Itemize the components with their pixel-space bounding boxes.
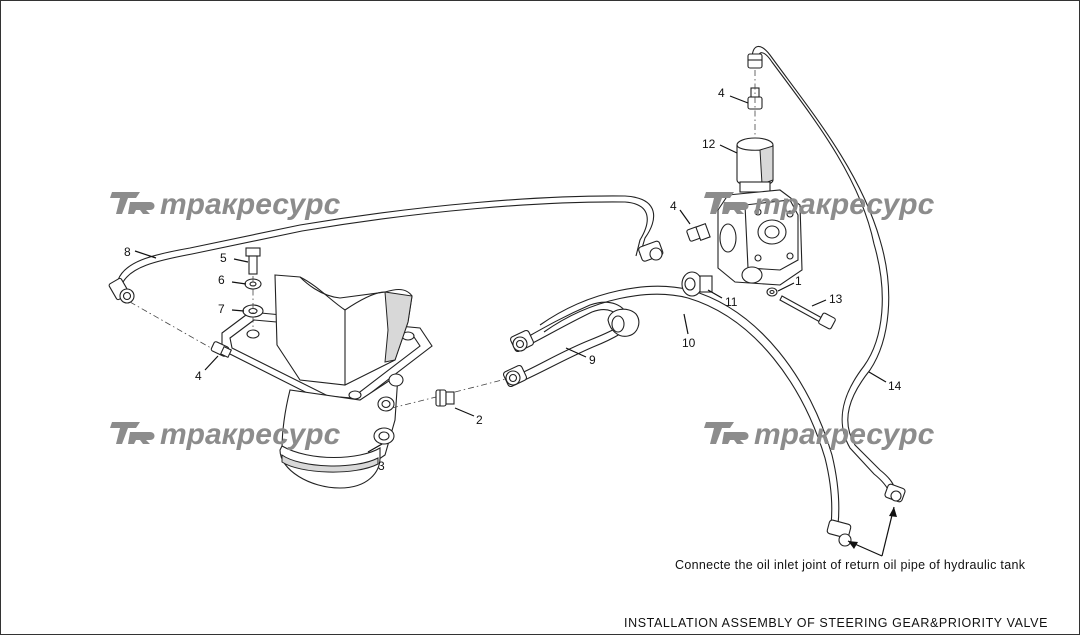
note-text: Connecte the oil inlet joint of return o… bbox=[675, 558, 1026, 572]
fitting-2 bbox=[435, 389, 455, 407]
label-14: 14 bbox=[888, 379, 902, 393]
label-13: 13 bbox=[829, 292, 843, 306]
watermark-bottom-right: трaкресурс bbox=[704, 418, 935, 451]
label-4-top: 4 bbox=[718, 86, 725, 100]
label-1: 1 bbox=[795, 274, 802, 288]
label-6: 6 bbox=[218, 273, 225, 287]
label-9: 9 bbox=[589, 353, 596, 367]
watermark-text: трaкресурс bbox=[160, 188, 341, 221]
label-11: 11 bbox=[725, 295, 738, 309]
bolt-5 bbox=[245, 247, 261, 275]
washer-6 bbox=[244, 278, 262, 290]
label-2: 2 bbox=[476, 413, 483, 427]
fitting-4-left bbox=[210, 341, 233, 359]
label-12: 12 bbox=[702, 137, 716, 151]
label-5: 5 bbox=[220, 251, 227, 265]
washer-1 bbox=[766, 287, 778, 297]
watermark-text: трaкресурс bbox=[754, 418, 935, 451]
centerline-9 bbox=[454, 377, 511, 393]
label-7: 7 bbox=[218, 302, 225, 316]
pipe-14 bbox=[747, 46, 906, 503]
centerline-2 bbox=[391, 395, 441, 409]
hose-9 bbox=[502, 301, 640, 388]
watermark-text: трaкресурс bbox=[754, 188, 935, 221]
watermark-top-right: трaкресурс bbox=[704, 188, 935, 221]
watermark-top-left: трaкресурс bbox=[110, 188, 341, 221]
label-8: 8 bbox=[124, 245, 131, 259]
steering-gear-3 bbox=[221, 274, 433, 489]
label-4-middle: 4 bbox=[670, 199, 677, 213]
fitting-4-middle bbox=[686, 223, 711, 242]
drawing-title: INSTALLATION ASSEMBLY OF STEERING GEAR&P… bbox=[624, 616, 1048, 630]
label-3: 3 bbox=[378, 459, 385, 473]
watermark-text: трaкресурс bbox=[160, 418, 341, 451]
centerline-8 bbox=[129, 301, 219, 353]
priority-valve-12 bbox=[717, 70, 803, 286]
pipe-8 bbox=[108, 195, 664, 304]
leader-lines bbox=[134, 95, 887, 453]
pipe-10 bbox=[539, 285, 852, 547]
label-4-left: 4 bbox=[195, 369, 202, 383]
label-10: 10 bbox=[682, 336, 696, 350]
fitting-11 bbox=[681, 271, 713, 297]
bolt-13 bbox=[779, 295, 836, 330]
hydraulic-tank-note: Connecte the oil inlet joint of return o… bbox=[675, 506, 1026, 572]
watermark-bottom-left: трaкресурс bbox=[110, 418, 341, 451]
